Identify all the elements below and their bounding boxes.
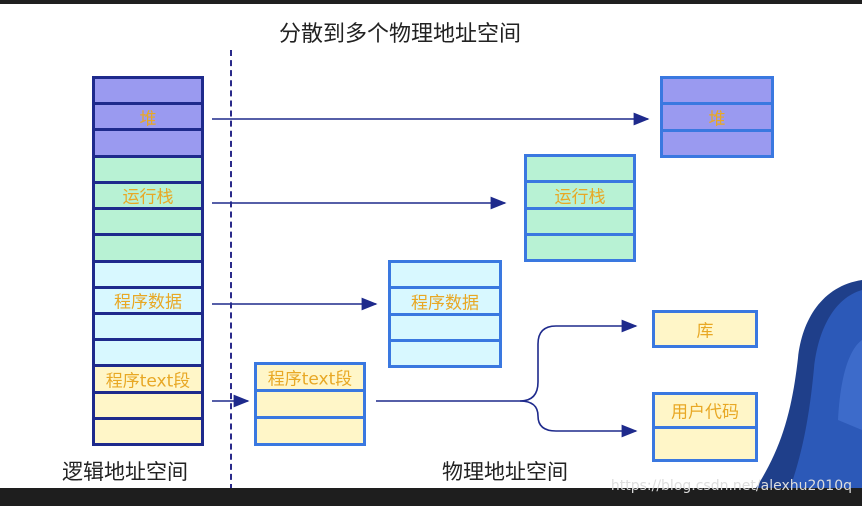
bottom-bar — [0, 488, 862, 506]
physical-stack-cell — [527, 235, 633, 259]
logical-stack-cell: 运行栈 — [95, 183, 201, 211]
physical-data-cell — [391, 263, 499, 290]
presenter-image — [752, 280, 862, 494]
physical-heap-block: 堆 — [660, 76, 774, 158]
logical-data-cell — [95, 341, 201, 368]
logical-data-cell — [95, 314, 201, 342]
logical-heap-label: 堆 — [139, 109, 157, 130]
physical-data-cell — [391, 341, 499, 365]
logical-address-space: 堆 运行栈 程序数据 程序text段 — [92, 76, 204, 446]
physical-stack-cell — [527, 209, 633, 236]
logical-stack-cell — [95, 157, 201, 184]
physical-heap-label: 堆 — [708, 109, 726, 130]
physical-stack-block: 运行栈 — [524, 154, 636, 262]
physical-heap-cell — [663, 131, 771, 155]
logical-text-cell: 程序text段 — [95, 367, 201, 394]
logical-data-cell: 程序数据 — [95, 288, 201, 315]
logical-text-cell — [95, 393, 201, 420]
physical-stack-cell: 运行栈 — [527, 183, 633, 210]
physical-heap-cell: 堆 — [663, 105, 771, 132]
physical-data-cell — [391, 315, 499, 342]
logical-stack-label: 运行栈 — [122, 187, 174, 208]
physical-lib-label: 库 — [696, 321, 714, 342]
physical-caption: 物理地址空间 — [442, 460, 568, 484]
physical-data-block: 程序数据 — [388, 260, 502, 368]
physical-user-code-block: 用户代码 — [652, 392, 758, 462]
address-space-divider — [230, 50, 232, 490]
logical-data-label: 程序数据 — [114, 292, 182, 313]
slide: 分散到多个物理地址空间 堆 运行栈 程序数据 程序text段 堆 — [0, 0, 862, 494]
physical-data-label: 程序数据 — [411, 293, 479, 314]
physical-data-cell: 程序数据 — [391, 289, 499, 316]
physical-text-label: 程序text段 — [267, 369, 353, 390]
logical-caption: 逻辑地址空间 — [62, 460, 188, 484]
logical-stack-cell — [95, 236, 201, 263]
split-brace — [376, 319, 638, 402]
logical-stack-cell — [95, 210, 201, 237]
physical-user-code-cell — [655, 428, 755, 459]
physical-stack-cell — [527, 157, 633, 184]
physical-lib-block: 库 — [652, 310, 758, 348]
split-brace-lower — [519, 400, 638, 438]
logical-heap-cell — [95, 79, 201, 106]
mapping-arrows — [212, 112, 650, 438]
physical-text-cell — [257, 419, 363, 443]
physical-user-code-label: 用户代码 — [671, 402, 739, 423]
logical-text-cell — [95, 419, 201, 444]
slide-title: 分散到多个物理地址空间 — [278, 22, 521, 47]
logical-heap-cell — [95, 131, 201, 158]
logical-text-label: 程序text段 — [105, 371, 191, 392]
physical-text-cell — [257, 392, 363, 419]
physical-text-block: 程序text段 — [254, 362, 366, 446]
physical-heap-cell — [663, 79, 771, 106]
physical-lib-cell: 库 — [655, 313, 755, 345]
physical-text-cell: 程序text段 — [257, 365, 363, 392]
physical-stack-label: 运行栈 — [554, 187, 606, 208]
logical-data-cell — [95, 262, 201, 289]
physical-user-code-cell: 用户代码 — [655, 395, 755, 429]
logical-heap-cell: 堆 — [95, 105, 201, 132]
watermark: https://blog.csdn.net/alexhu2010q — [610, 478, 852, 494]
